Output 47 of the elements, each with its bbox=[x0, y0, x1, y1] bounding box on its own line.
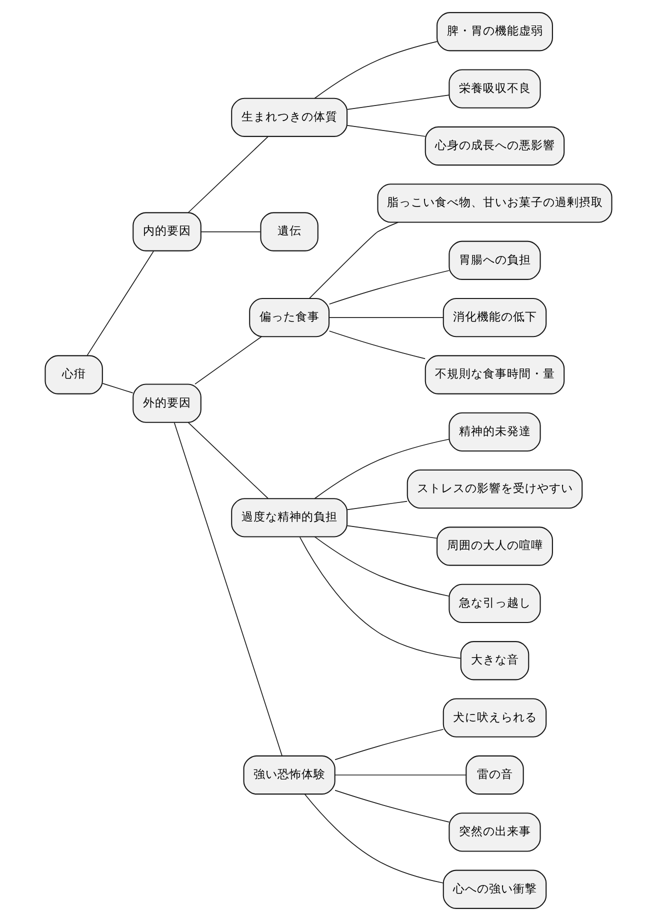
node-box: 急な引っ越し bbox=[448, 584, 540, 624]
connector bbox=[346, 500, 408, 510]
connector bbox=[173, 422, 282, 756]
connector bbox=[314, 438, 449, 499]
node-box: 精神的未発達 bbox=[448, 412, 540, 452]
connector bbox=[334, 728, 444, 760]
node-box: 内的要因 bbox=[132, 212, 201, 252]
connector bbox=[346, 94, 449, 110]
connector bbox=[200, 231, 260, 232]
connector bbox=[86, 250, 154, 356]
node-box: 偏った食事 bbox=[248, 298, 330, 338]
node-box: 遺伝 bbox=[260, 212, 318, 252]
connector bbox=[346, 124, 426, 137]
connector bbox=[298, 536, 460, 659]
node-box: 外的要因 bbox=[132, 384, 201, 423]
connector bbox=[334, 790, 450, 822]
node-box: 突然の出来事 bbox=[448, 812, 540, 852]
connector bbox=[314, 536, 449, 597]
node-box: 犬に吠えられる bbox=[442, 698, 546, 738]
connector bbox=[304, 794, 444, 884]
connector bbox=[346, 525, 437, 539]
node-box: 栄養吸収不良 bbox=[448, 69, 540, 108]
connector bbox=[328, 270, 450, 305]
connector bbox=[308, 222, 398, 299]
node-box: 強い恐怖体験 bbox=[242, 755, 335, 795]
connector bbox=[328, 317, 444, 318]
node-box: 雷の音 bbox=[465, 755, 524, 795]
node-box: 脾・胃の機能虚弱 bbox=[436, 12, 552, 52]
node-box: 心への強い衝撃 bbox=[442, 870, 546, 909]
connector bbox=[187, 422, 268, 499]
node-box: ストレスの影響を受けやすい bbox=[406, 470, 582, 509]
connector bbox=[187, 136, 268, 214]
node-box: 不規則な食事時間・量 bbox=[424, 355, 564, 394]
node-box: 心疳 bbox=[44, 355, 102, 394]
node-box: 大きな音 bbox=[460, 641, 529, 680]
node-box: 胃腸への負担 bbox=[448, 240, 540, 280]
connector bbox=[194, 336, 262, 384]
node-box: 周囲の大人の喧嘩 bbox=[436, 526, 552, 566]
node-box: 消化機能の低下 bbox=[442, 298, 546, 338]
connector bbox=[102, 383, 133, 394]
node-box: 生まれつきの体質 bbox=[230, 98, 348, 137]
node-box: 脂っこい食べ物、甘いお菓子の過剰摂取 bbox=[376, 184, 612, 223]
connector bbox=[314, 41, 437, 99]
connector bbox=[328, 330, 426, 360]
connector bbox=[334, 774, 466, 776]
node-box: 心身の成長への悪影響 bbox=[424, 126, 564, 166]
node-box: 過度な精神的負担 bbox=[230, 498, 348, 538]
